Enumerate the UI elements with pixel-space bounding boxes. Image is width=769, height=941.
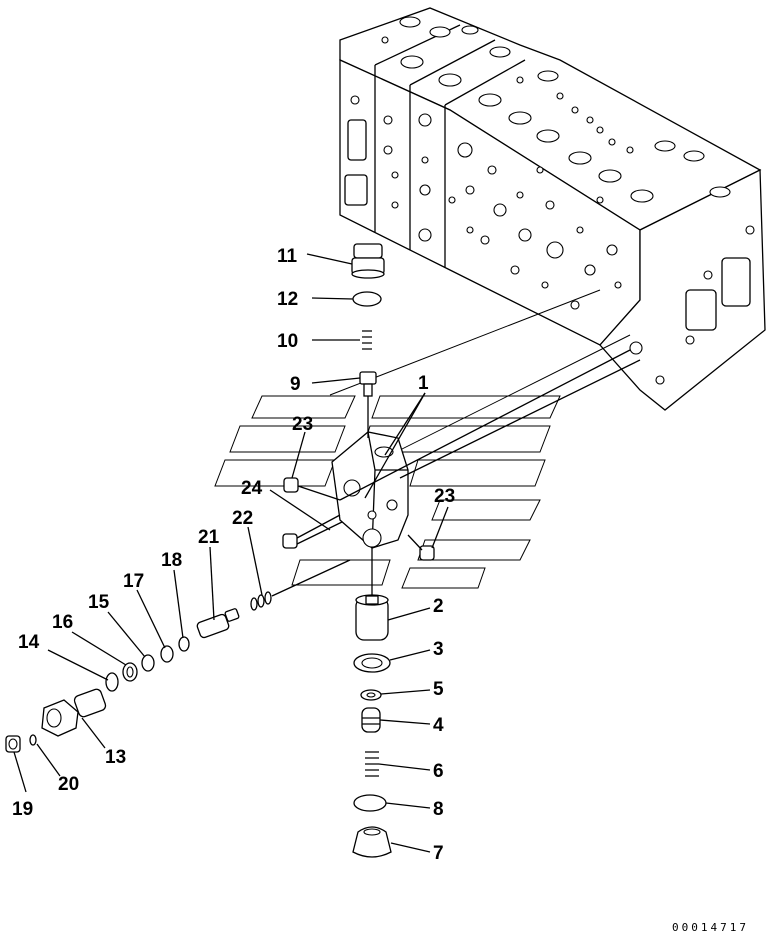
- leader-lines: [13, 253, 449, 853]
- callout-13: 13: [105, 747, 126, 768]
- callout-22: 22: [232, 508, 253, 529]
- main-valve-block: [339, 7, 766, 411]
- callout-10: 10: [277, 331, 298, 352]
- callout-9: 9: [290, 374, 301, 395]
- callout-5: 5: [433, 679, 444, 700]
- callout-11: 11: [277, 246, 298, 267]
- upper-parts: [351, 243, 385, 438]
- callout-20: 20: [58, 774, 79, 795]
- callout-19: 19: [12, 799, 33, 820]
- top-ports: [381, 16, 731, 203]
- front-ports: [350, 95, 622, 310]
- callout-21: 21: [198, 527, 220, 548]
- callout-4: 4: [433, 715, 444, 736]
- callout-14: 14: [18, 632, 40, 653]
- callout-23-upper: 23: [292, 414, 313, 435]
- assembly-leader: [339, 349, 631, 501]
- callout-2: 2: [433, 596, 444, 617]
- drawing-code: 00014717: [672, 921, 749, 934]
- callout-23-right: 23: [434, 486, 455, 507]
- callout-18: 18: [161, 550, 182, 571]
- lower-parts: [352, 548, 392, 858]
- callout-12: 12: [277, 289, 298, 310]
- callout-1: 1: [418, 373, 429, 394]
- callouts: 11 12 10 9 1 23 24 23 22 21 18 17 15 16 …: [12, 246, 455, 864]
- callout-16: 16: [52, 612, 73, 633]
- callout-24: 24: [241, 478, 263, 499]
- callout-7: 7: [433, 843, 444, 864]
- callout-3: 3: [433, 639, 444, 660]
- callout-15: 15: [88, 592, 110, 613]
- callout-8: 8: [433, 799, 444, 820]
- callout-6: 6: [433, 761, 444, 782]
- callout-17: 17: [123, 571, 144, 592]
- left-parts: [5, 477, 435, 753]
